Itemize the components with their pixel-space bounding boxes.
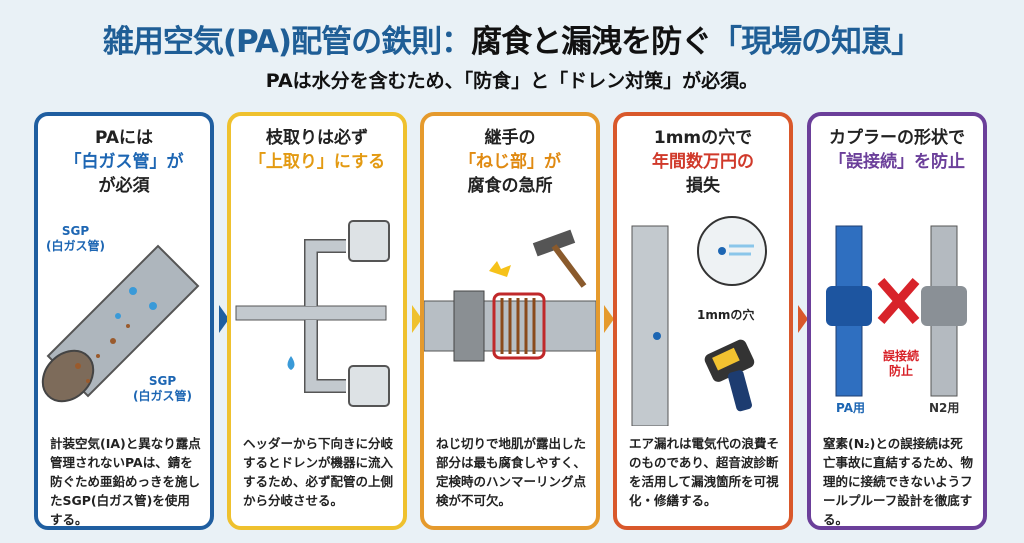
arrow-icon bbox=[798, 305, 808, 333]
heading-line: 年間数万円の bbox=[652, 152, 754, 172]
panel-heading: PAには 「白ガス管」が が必須 bbox=[38, 126, 210, 198]
heading-line: 継手の bbox=[484, 128, 536, 148]
arrow-icon bbox=[604, 305, 614, 333]
title-part1: 雑用空気(PA)配管の鉄則： bbox=[102, 24, 472, 60]
hole-label: 1mmの穴 bbox=[697, 308, 755, 322]
heading-line: 腐食の急所 bbox=[467, 176, 553, 196]
panel-body: 窒素(N₂)との誤接続は死亡事故に直結するため、物理的に接続できないようフールプ… bbox=[823, 436, 974, 527]
label-text: SGP (白ガス管) bbox=[46, 224, 105, 253]
pa-label: PA用 bbox=[836, 401, 865, 415]
heading-line: PAには bbox=[94, 128, 154, 148]
n2-label: N2用 bbox=[929, 401, 960, 415]
panel-body: 計装空気(IA)と異なり露点管理されないPAは、錆を防ぐため亜鉛めっきを施したS… bbox=[50, 436, 201, 527]
heading-line: 枝取りは必ず bbox=[266, 128, 368, 148]
branch-pipe-illustration bbox=[235, 220, 390, 407]
title-part2: 腐食と漏洩を防ぐ bbox=[471, 24, 712, 60]
panel-coupler: カプラーの形状で 「誤接続」を防止 誤接続 防止 PA用 N2用 窒素(N₂)と… bbox=[807, 112, 987, 530]
corroded-pipe-illustration bbox=[41, 244, 200, 403]
label-text: SGP (白ガス管) bbox=[133, 374, 192, 403]
title-part3: 「現場の知恵」 bbox=[711, 24, 922, 60]
panel-heading: 継手の 「ねじ部」が 腐食の急所 bbox=[424, 126, 596, 198]
heading-line: が必須 bbox=[98, 176, 150, 196]
arrow-icon bbox=[412, 305, 422, 333]
panel-body: ヘッダーから下向きに分岐するとドレンが機器に流入するため、必ず配管の上側から分岐… bbox=[243, 436, 394, 508]
heading-line: 「ねじ部」が bbox=[459, 152, 561, 172]
leak-detection-illustration bbox=[631, 216, 767, 426]
threaded-joint-illustration bbox=[424, 229, 596, 362]
page-title: 雑用空気(PA)配管の鉄則：腐食と漏洩を防ぐ「現場の知恵」 bbox=[0, 16, 1024, 61]
heading-line: 「白ガス管」が bbox=[64, 152, 184, 172]
heading-line: カプラーの形状で bbox=[829, 128, 965, 148]
panel-top-branch: 枝取りは必ず 「上取り」にする ヘッダーから下向きに分岐するとドレンが機器に流入… bbox=[227, 112, 407, 530]
sgp-label: SGP (白ガス管) bbox=[133, 374, 192, 404]
panel-body: ねじ切りで地肌が露出した部分は最も腐食しやすく、定検時のハンマーリング点検が不可… bbox=[436, 436, 587, 508]
panel-thread-corrosion: 継手の 「ねじ部」が 腐食の急所 ねじ切りで地肌が露出した部分は最も腐食しやすく… bbox=[420, 112, 600, 530]
heading-line: 損失 bbox=[686, 176, 720, 196]
coupler-illustration bbox=[826, 225, 967, 397]
subtitle: PAは水分を含むため、「防食」と「ドレン対策」が必須。 bbox=[265, 70, 759, 92]
panel-white-gas-pipe: PAには 「白ガス管」が が必須 SGP (白ガス管) SGP (白ガス管) 計… bbox=[34, 112, 214, 530]
panel-heading: 1mmの穴で 年間数万円の 損失 bbox=[617, 126, 789, 198]
arrow-icon bbox=[219, 305, 229, 333]
panel-air-leak: 1mmの穴で 年間数万円の 損失 1mmの穴 エア漏れは電気代の浪費そのものであ… bbox=[613, 112, 793, 530]
heading-line: 「上取り」にする bbox=[248, 152, 386, 172]
panel-heading: 枝取りは必ず 「上取り」にする bbox=[231, 126, 403, 174]
misconnection-label: 誤接続 防止 bbox=[883, 349, 920, 378]
panel-heading: カプラーの形状で 「誤接続」を防止 bbox=[811, 126, 983, 174]
panel-body: エア漏れは電気代の浪費そのものであり、超音波診断を活用して漏洩箇所を可視化・修繕… bbox=[629, 436, 780, 508]
heading-line: 1mmの穴で bbox=[653, 128, 753, 148]
sgp-label: SGP (白ガス管) bbox=[46, 224, 105, 254]
heading-line: 「誤接続」を防止 bbox=[829, 152, 965, 172]
